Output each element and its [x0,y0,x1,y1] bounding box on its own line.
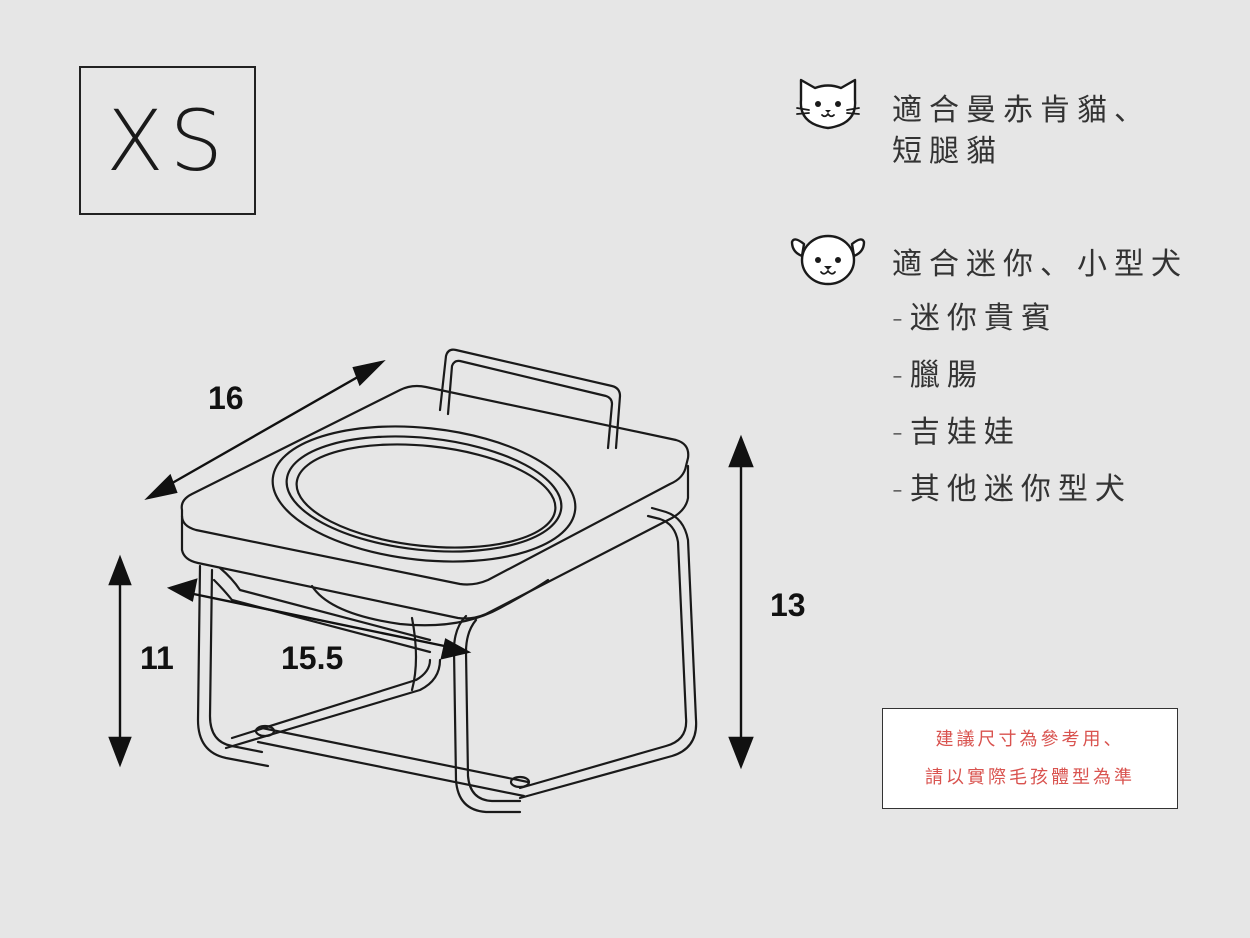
size-note-line-2: 請以實際毛孩體型為準 [925,767,1135,788]
crossbar-bottom [256,740,526,798]
dog-breed-item: -臘腸 [892,358,984,393]
arrow-total-height-head-b [728,736,754,770]
dimension-stand-depth: 15.5 [281,640,344,676]
tray-front-edge [180,464,690,620]
dimension-stand-height: 11 [140,640,174,676]
arrow-stand-depth-head-a [166,578,198,602]
leg-left-top-inner [212,578,432,654]
front-leg-left [196,564,270,768]
dimension-top-length: 16 [208,380,244,416]
arrow-stand-depth [183,590,455,650]
cat-suitability-line-2: 短腿貓 [892,134,1003,169]
size-note-line-1: 建議尺寸為參考用、 [935,729,1125,750]
tray-top [180,384,690,586]
cat-face-icon [796,78,860,130]
front-leg-right-inner [464,618,522,803]
dog-suitability-heading: 適合迷你、小型犬 [892,247,1188,282]
arrow-stand-depth-head-b [440,638,472,660]
handle-frame-inner [446,359,614,450]
handle-frame [438,348,622,450]
dog-face-icon [790,234,866,286]
dog-breed-item: -其他迷你型犬 [892,472,1132,507]
crossbar-top [260,726,530,784]
back-leg-right-inner [518,514,688,790]
bowl-inner [295,443,557,549]
size-label: XS [106,91,229,190]
front-leg-left-inner [208,568,264,754]
arrow-top-length-head-b [352,359,386,387]
dimension-total-height: 13 [770,587,806,623]
dog-breed-item: -吉娃娃 [892,415,1021,450]
bowl-underside [310,578,550,627]
size-note-box: 建議尺寸為參考用、 請以實際毛孩體型為準 [882,708,1178,809]
rail-left-inner [230,658,432,740]
arrow-total-height-head-a [728,434,754,468]
cat-suitability-line-1: 適合曼赤肯貓、 [892,93,1151,128]
dog-breed-item: -迷你貴賓 [892,301,1058,336]
arrow-top-length [159,368,371,492]
screw-right [509,775,531,789]
bowl-rim-outer [271,425,577,563]
rail-left [224,658,442,750]
arrow-stand-height-head-b [108,736,132,768]
leg-left-top [218,566,432,642]
screw-left [254,724,276,738]
bowl-recess [410,616,418,692]
size-label-box: XS [79,66,256,215]
bowl-rim-inner [285,435,563,553]
arrow-stand-height-head-a [108,554,132,586]
front-leg-right [452,614,522,814]
back-leg-right [518,506,698,800]
arrow-top-length-head-a [144,473,178,501]
